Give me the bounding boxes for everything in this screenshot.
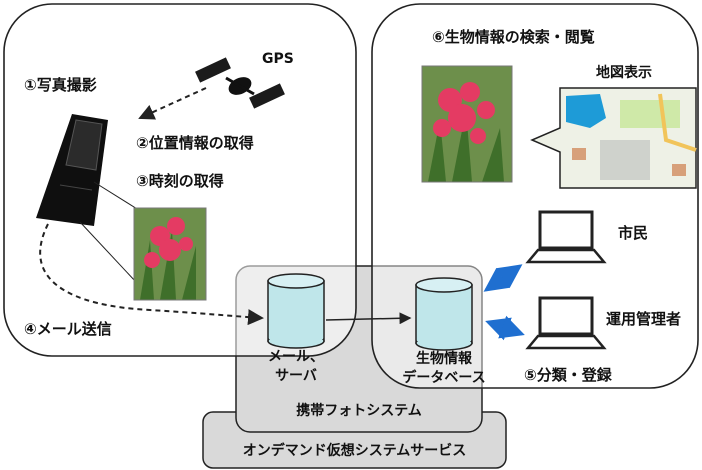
step2-label: ②位置情報の取得 bbox=[136, 134, 254, 152]
mail-server-label-line2: サーバ bbox=[275, 367, 317, 384]
mail-server-cylinder bbox=[267, 273, 325, 349]
db-citizen-arrow bbox=[483, 264, 523, 292]
map-callout bbox=[530, 87, 697, 189]
gps-signal-arrow bbox=[138, 87, 207, 120]
phone-photo-link-1 bbox=[93, 181, 143, 213]
db-admin-arrow bbox=[485, 315, 525, 341]
mail-server-label: メール、 サーバ bbox=[244, 348, 348, 386]
on-demand-label: オンデマンド仮想システムサービス bbox=[242, 443, 467, 459]
bio-database-cylinder bbox=[415, 277, 473, 351]
step6-label: ⑥生物情報の検索・閲覧 bbox=[432, 28, 595, 46]
step3-label: ③時刻の取得 bbox=[136, 172, 224, 190]
server-to-db-arrow bbox=[325, 312, 412, 325]
step4-label: ④メール送信 bbox=[24, 320, 112, 338]
gps-label: GPS bbox=[262, 51, 294, 67]
step5-label: ⑤分類・登録 bbox=[524, 366, 612, 384]
phone-photo-link-2 bbox=[79, 221, 137, 283]
admin-computer-icon bbox=[525, 296, 607, 350]
satellite-icon bbox=[195, 57, 285, 109]
admin-label: 運用管理者 bbox=[606, 310, 682, 328]
step1-label: ①写真撮影 bbox=[24, 76, 97, 94]
map-display-label: 地図表示 bbox=[596, 65, 652, 81]
bio-db-label: 生物情報 データベース bbox=[384, 350, 504, 388]
mobile-phone-icon bbox=[36, 114, 108, 226]
citizen-computer-icon bbox=[525, 210, 607, 264]
bio-db-label-line1: 生物情報 bbox=[416, 351, 472, 367]
photo-system-label: 携帯フォトシステム bbox=[296, 403, 422, 419]
citizen-label: 市民 bbox=[618, 224, 649, 242]
mail-server-label-line1: メール、 bbox=[268, 349, 324, 365]
bio-db-label-line2: データベース bbox=[402, 369, 486, 386]
mail-send-arrow bbox=[39, 223, 264, 326]
flower-photo-small bbox=[134, 208, 206, 300]
flower-photo-large bbox=[422, 66, 512, 182]
